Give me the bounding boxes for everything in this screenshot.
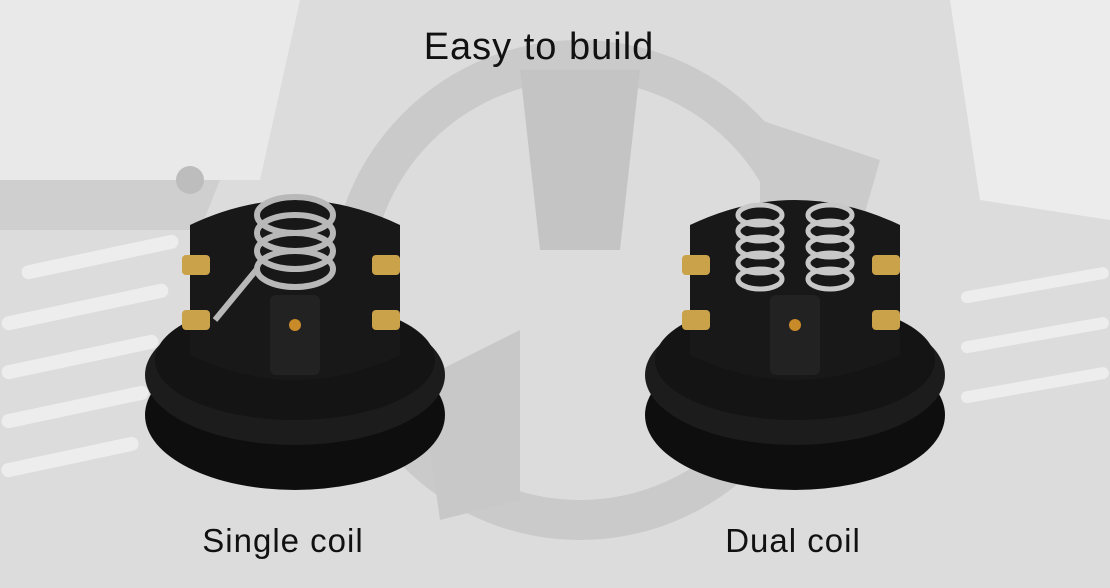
coil-icon bbox=[735, 202, 855, 292]
single-coil-caption: Single coil bbox=[202, 522, 364, 559]
single-coil-deck-image bbox=[145, 194, 445, 490]
coil-icon bbox=[212, 194, 336, 322]
page-title: Easy to build bbox=[423, 26, 655, 68]
dual-coil-deck-image bbox=[645, 200, 945, 490]
dual-coil-caption: Dual coil bbox=[725, 522, 861, 559]
